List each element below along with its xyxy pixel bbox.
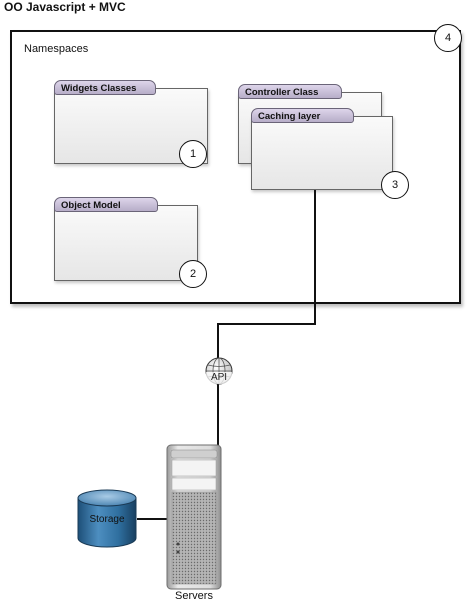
namespaces-label: Namespaces — [24, 43, 89, 55]
api-label: API — [206, 372, 232, 384]
namespaces-number-badge: 4 — [434, 24, 462, 52]
server-tower-icon — [166, 444, 222, 590]
caching-layer-tab: Caching layer — [251, 108, 354, 123]
diagram-title: OO Javascript + MVC — [4, 0, 126, 14]
object-model-tab: Object Model — [54, 197, 158, 212]
widgets-classes-tab: Widgets Classes — [54, 80, 156, 95]
widgets-number-badge: 1 — [179, 140, 207, 168]
connector-line-horizontal — [217, 323, 316, 325]
object-model-box — [54, 205, 198, 281]
caching-number-badge: 3 — [381, 171, 409, 199]
controller-class-tab: Controller Class — [238, 84, 342, 99]
object-model-number-badge: 2 — [179, 260, 207, 288]
connector-line-storage — [137, 518, 167, 520]
storage-label: Storage — [89, 514, 125, 525]
servers-label: Servers — [175, 590, 213, 602]
caching-layer-box — [251, 116, 393, 190]
connector-line-caching-down — [314, 190, 316, 324]
database-cylinder-icon — [77, 489, 137, 548]
